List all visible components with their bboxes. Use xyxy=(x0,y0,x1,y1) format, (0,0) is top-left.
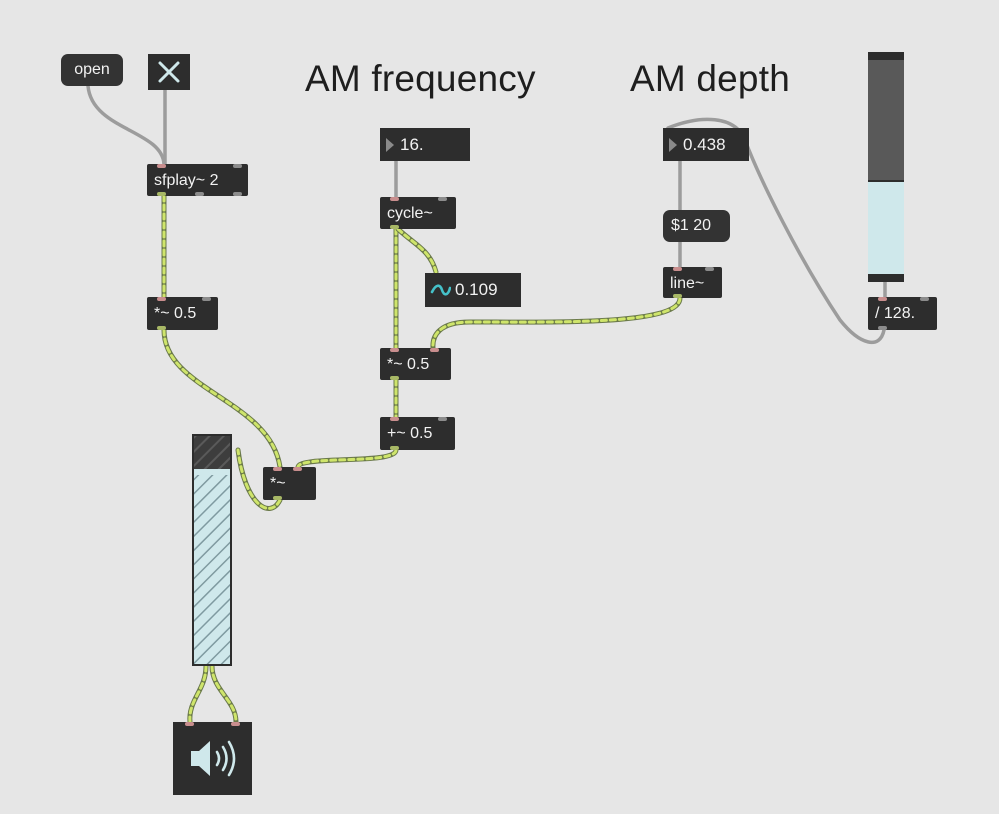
inlet[interactable] xyxy=(390,348,399,352)
speaker-icon xyxy=(191,740,236,777)
inlet[interactable] xyxy=(157,164,166,168)
divide-object[interactable]: / 128. xyxy=(868,297,937,330)
outlet[interactable] xyxy=(195,192,204,196)
inlet[interactable] xyxy=(430,348,439,352)
slider-fill xyxy=(868,180,904,274)
signal-cords xyxy=(161,193,683,725)
ezdac-button[interactable] xyxy=(173,722,252,795)
cycle-object[interactable]: cycle~ xyxy=(380,197,456,229)
frequency-value: 16. xyxy=(400,135,424,154)
outlet[interactable] xyxy=(390,376,399,380)
outlet[interactable] xyxy=(878,326,887,330)
gain-hatch-pattern xyxy=(194,436,230,664)
frequency-number-box[interactable]: 16. xyxy=(380,128,470,161)
open-message-button[interactable]: open xyxy=(61,54,123,86)
divide-object-label: / 128. xyxy=(875,305,916,322)
signal-number-display[interactable]: 0.109 xyxy=(425,273,521,307)
gain-multiply-label: *~ 0.5 xyxy=(154,305,197,322)
gain-knob[interactable] xyxy=(194,469,230,475)
outlet[interactable] xyxy=(233,192,242,196)
inlet[interactable] xyxy=(273,467,282,471)
depth-number-box[interactable]: 0.438 xyxy=(663,128,749,161)
gain-filled xyxy=(194,475,230,664)
number-triangle-icon xyxy=(386,138,394,152)
inlet[interactable] xyxy=(438,417,447,421)
inlet[interactable] xyxy=(390,417,399,421)
inlet[interactable] xyxy=(293,467,302,471)
open-message-label: open xyxy=(74,61,110,78)
x-icon xyxy=(158,61,180,83)
am-multiply-label: *~ xyxy=(270,475,286,492)
outlet[interactable] xyxy=(273,496,282,500)
am-multiply-object[interactable]: *~ xyxy=(263,467,316,500)
line-object-label: line~ xyxy=(670,275,705,292)
inlet[interactable] xyxy=(202,297,211,301)
ramp-message-button[interactable]: $1 20 xyxy=(663,210,730,242)
outlet[interactable] xyxy=(157,192,166,196)
outlet[interactable] xyxy=(390,446,399,450)
line-object[interactable]: line~ xyxy=(663,267,722,298)
am-frequency-label: AM frequency xyxy=(305,58,536,99)
inlet[interactable] xyxy=(673,267,682,271)
toggle-button[interactable] xyxy=(148,54,190,90)
inlet[interactable] xyxy=(878,297,887,301)
ramp-message-label: $1 20 xyxy=(671,217,712,234)
cord-divide-to-depth[interactable] xyxy=(666,117,886,345)
inlet[interactable] xyxy=(438,197,447,201)
inlet[interactable] xyxy=(157,297,166,301)
depth-multiply-object[interactable]: *~ 0.5 xyxy=(380,348,451,380)
outlet[interactable] xyxy=(157,326,166,330)
gain-multiply-object[interactable]: *~ 0.5 xyxy=(147,297,218,330)
depth-multiply-label: *~ 0.5 xyxy=(387,356,430,373)
gain-slider[interactable] xyxy=(192,434,232,666)
inlet[interactable] xyxy=(390,197,399,201)
sfplay-object-label: sfplay~ 2 xyxy=(154,172,219,189)
inlet[interactable] xyxy=(185,722,194,726)
inlet[interactable] xyxy=(233,164,242,168)
outlet[interactable] xyxy=(673,294,682,298)
inlet[interactable] xyxy=(705,267,714,271)
offset-add-label: +~ 0.5 xyxy=(387,425,433,442)
am-depth-label: AM depth xyxy=(630,58,790,99)
depth-slider[interactable] xyxy=(868,52,904,282)
sfplay-object[interactable]: sfplay~ 2 xyxy=(147,164,248,196)
cord-open-to-sfplay[interactable] xyxy=(86,84,166,166)
signal-value: 0.109 xyxy=(455,280,498,299)
outlet[interactable] xyxy=(390,225,399,229)
number-triangle-icon xyxy=(669,138,677,152)
offset-add-object[interactable]: +~ 0.5 xyxy=(380,417,455,450)
cycle-object-label: cycle~ xyxy=(387,205,433,222)
gain-unfilled xyxy=(194,436,230,469)
inlet[interactable] xyxy=(920,297,929,301)
tilde-wave-icon xyxy=(430,284,451,296)
depth-value: 0.438 xyxy=(683,135,726,154)
inlet[interactable] xyxy=(231,722,240,726)
